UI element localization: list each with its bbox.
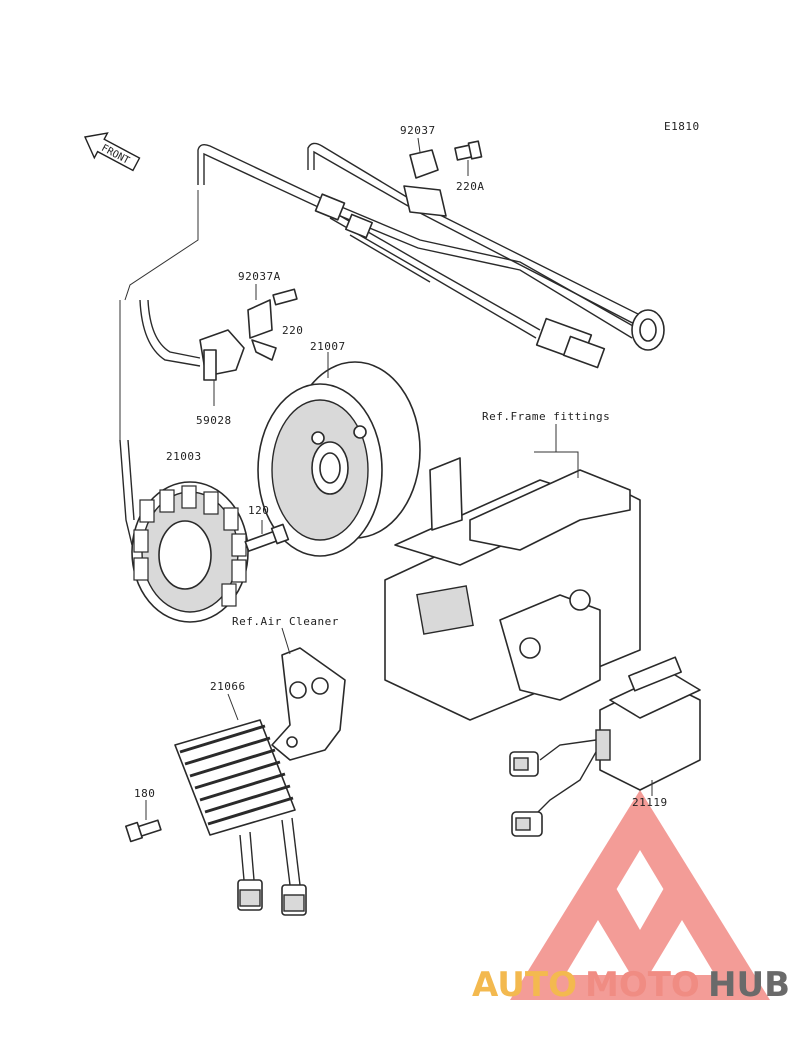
watermark-hub: HUB (708, 965, 790, 1005)
clamp-92037a (247, 299, 277, 361)
part-label-180: 180 (134, 787, 155, 800)
part-label-21007: 21007 (310, 340, 346, 353)
regulator-connector-right (281, 884, 307, 916)
part-label-59028: 59028 (196, 414, 232, 427)
regulator-connector-left (237, 879, 263, 911)
watermark-moto: MOTO (585, 965, 700, 1005)
part-label-92037a: 92037A (238, 270, 281, 283)
part-label-21066: 21066 (210, 680, 246, 693)
frame-battery-box (384, 457, 641, 721)
wiring-harness (197, 142, 665, 369)
stator-21003 (131, 481, 249, 623)
relay-box-21119 (595, 656, 701, 791)
watermark-auto: AUTO (472, 965, 577, 1005)
relay-connector-lower (511, 811, 543, 837)
bolt-120 (244, 523, 290, 552)
watermark-text: AUTO MOTO HUB (472, 965, 790, 1005)
bolt-220a (454, 140, 483, 161)
part-label-220a: 220A (456, 180, 485, 193)
ref-frame-fittings: Ref.Frame fittings (482, 410, 610, 423)
part-label-21003: 21003 (166, 450, 202, 463)
part-label-92037: 92037 (400, 124, 436, 137)
holder-59028 (199, 329, 245, 381)
part-label-220: 220 (282, 324, 303, 337)
bolt-180 (125, 819, 162, 843)
air-cleaner-bracket (271, 647, 346, 761)
relay-connector-upper (509, 751, 539, 777)
front-arrow-icon: FRONT (83, 132, 141, 172)
bolt-220 (272, 288, 298, 306)
part-label-21119: 21119 (632, 796, 668, 809)
regulator-21066 (174, 719, 296, 836)
part-label-120: 120 (248, 504, 269, 517)
rotor-21007 (257, 361, 421, 557)
clamp-92037 (403, 149, 447, 217)
watermark-logo (510, 790, 770, 1000)
diagram-id: E1810 (664, 120, 700, 133)
ref-air-cleaner: Ref.Air Cleaner (232, 615, 339, 628)
